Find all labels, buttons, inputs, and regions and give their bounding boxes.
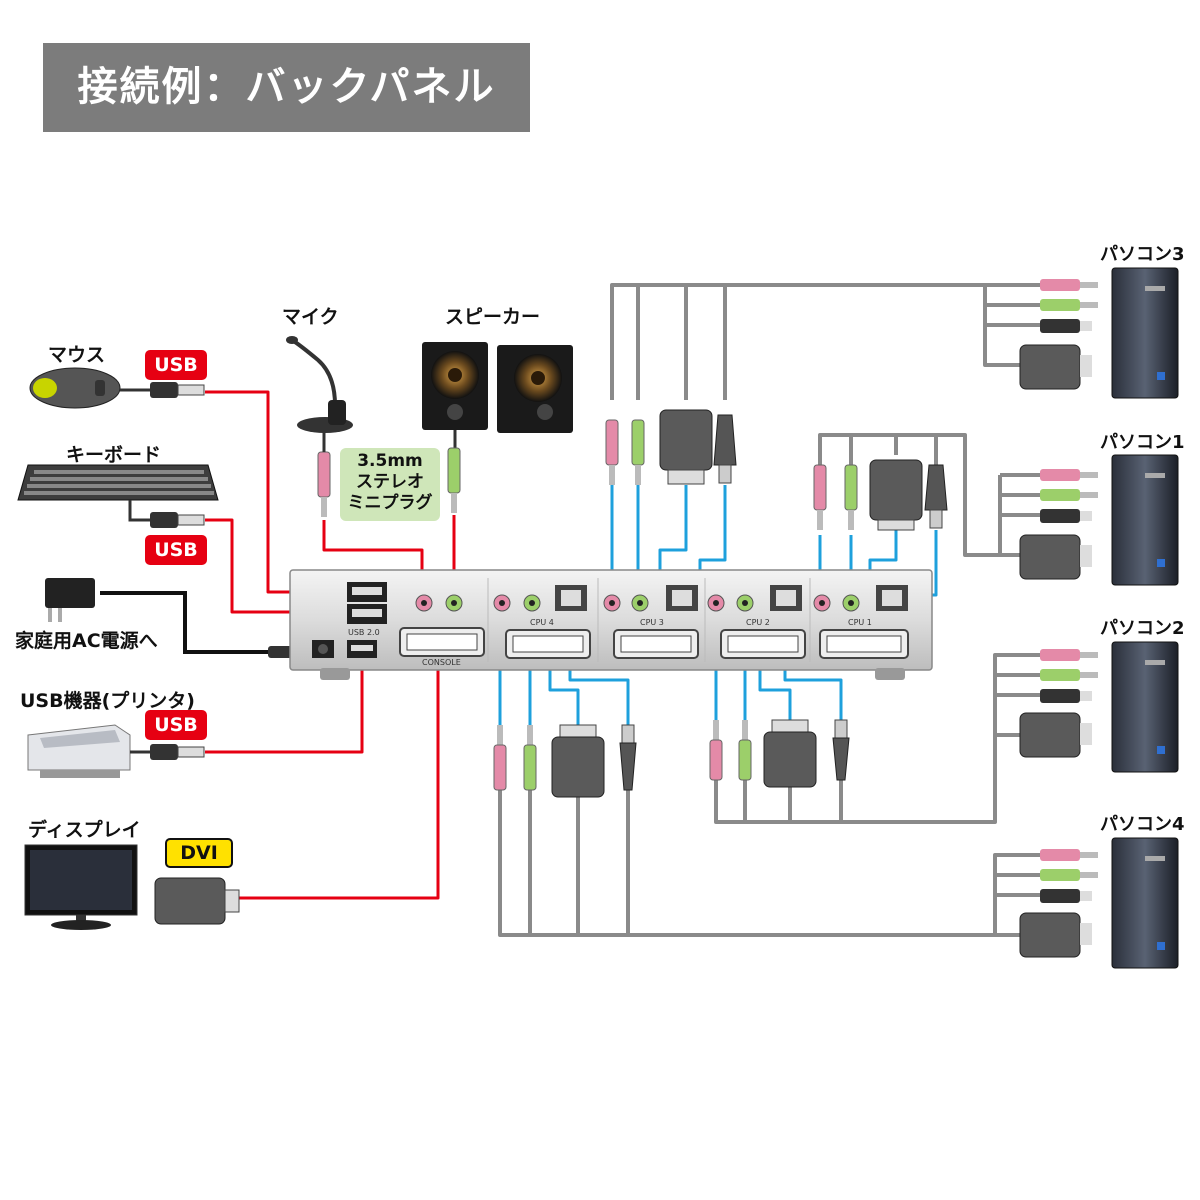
ac-power-cord [100,591,290,654]
dc-plug [268,646,296,658]
display-label: ディスプレイ [28,819,141,841]
plug-note-line: ステレオ [356,472,424,492]
cpu2-port-label: CPU 2 [746,618,770,627]
cpu1-connectors [813,459,948,531]
pc3-label: パソコン3 [1100,244,1185,265]
page-title: 接続例：バックパネル [77,64,496,110]
usb-badge-printer: USB [145,710,207,740]
mouse-icon [29,367,205,409]
pc-side-connectors [1019,279,1098,958]
mic-label: マイク [282,306,339,328]
pc4-label: パソコン4 [1100,814,1185,835]
pc2-tower-icon [1111,641,1179,773]
console-port-label: CONSOLE [422,658,461,667]
pc2-label: パソコン2 [1100,618,1185,639]
microphone-icon [286,336,353,517]
printer-icon [27,724,205,778]
mouse-label: マウス [48,344,106,366]
speaker-label: スピーカー [445,306,541,328]
speaker-icon [422,342,573,513]
plug-note-line: ミニプラグ [347,493,433,513]
cpu2-connectors [709,719,850,788]
kvm-back-panel [289,569,933,680]
cpu3-connectors [605,409,737,485]
cpu4-connectors [493,724,637,798]
usb-device-label: USB機器(プリンタ) [20,690,195,712]
pc1-label: パソコン1 [1100,432,1185,453]
ac-power-label: 家庭用AC電源へ [15,630,158,652]
plug-note: 3.5mm ステレオ ミニプラグ [340,448,440,521]
usb20-port-label: USB 2.0 [348,628,380,637]
dvi-badge: DVI [165,838,233,868]
cpu3-port-label: CPU 3 [640,618,664,627]
cpu4-port-label: CPU 4 [530,618,554,627]
usb-badge-mouse: USB [145,350,207,380]
pc4-tower-icon [1111,837,1179,969]
usb-badge-keyboard: USB [145,535,207,565]
ac-adapter-icon [45,578,95,622]
keyboard-label: キーボード [66,444,162,466]
title-box: 接続例：バックパネル [43,43,530,132]
pc1-tower-icon [1111,454,1179,586]
display-icon [24,844,240,930]
keyboard-icon [17,464,219,528]
pc3-tower-icon [1111,267,1179,399]
plug-note-line: 3.5mm [357,451,423,471]
cpu1-port-label: CPU 1 [848,618,872,627]
